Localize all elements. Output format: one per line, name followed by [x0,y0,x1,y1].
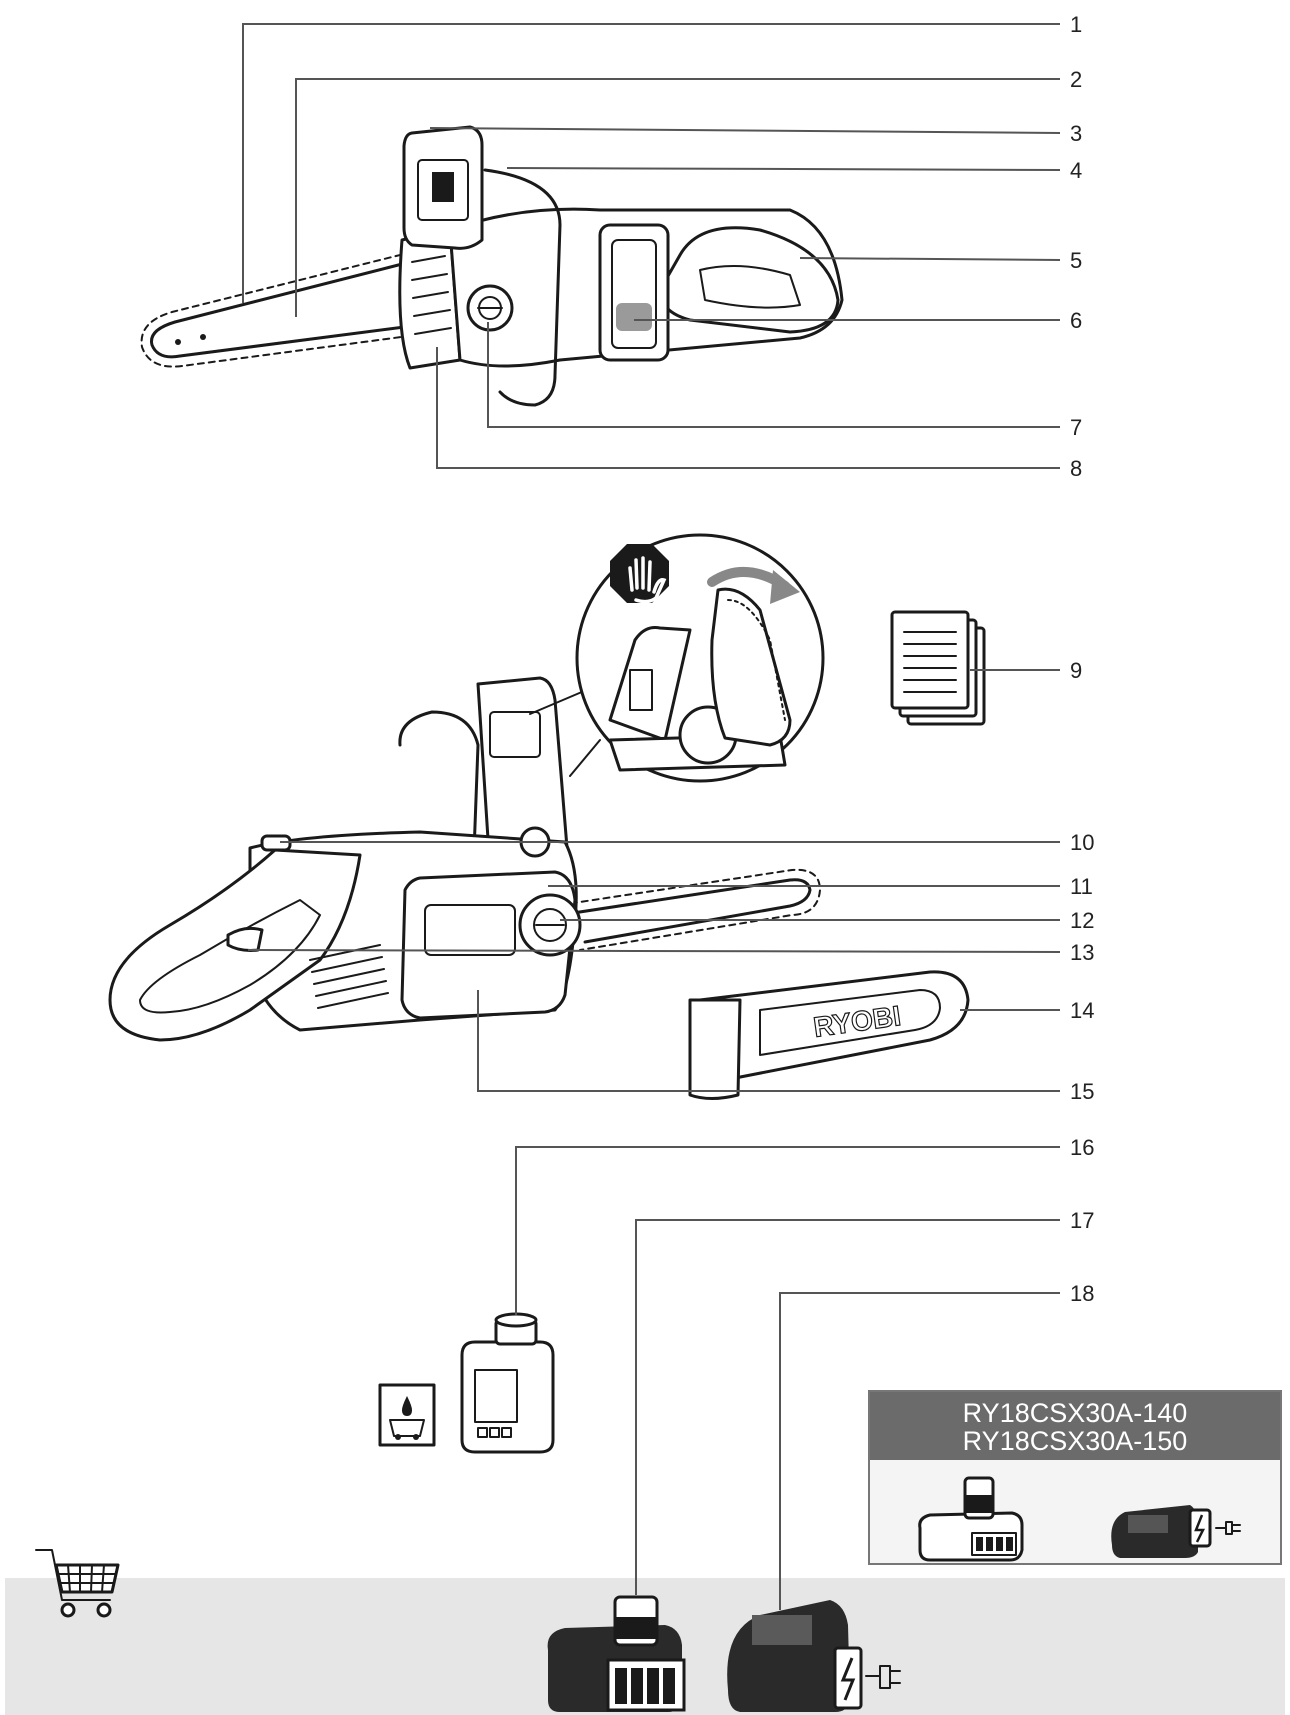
callout-6: 6 [1070,308,1082,333]
front-handle-side [398,710,480,962]
saw-chain-top [140,251,425,368]
sprocket-cover-top [398,226,462,370]
chain-brake-front-guard-side [476,676,570,872]
kit-variant-header: RY18CSX30A-140 RY18CSX30A-150 [870,1392,1280,1460]
callout-5: 5 [1070,248,1082,273]
saw-chain-side [559,868,821,951]
callout-10: 10 [1070,830,1094,855]
stop-hand-icon [610,544,669,603]
leader-lines-accessories [515,1146,1060,1610]
oil-drop-icon [378,1383,436,1447]
callout-8: 8 [1070,456,1082,481]
callout-13: 13 [1070,940,1094,965]
callout-15: 15 [1070,1079,1094,1104]
variant-model-1: RY18CSX30A-140 [962,1398,1188,1428]
leader-lines-top [242,23,1061,469]
battery-charger [727,1600,901,1712]
bar-cover: RYOBI [688,970,970,1100]
callout-17: 17 [1070,1208,1094,1233]
chainsaw-side-view [108,676,821,1042]
leader-lines-middle [247,669,1061,1092]
front-handle-top [483,168,562,407]
battery-pack [547,1595,686,1712]
callout-14: 14 [1070,998,1094,1023]
chain-oil-bottle [460,1312,555,1454]
variant-battery-icon [918,1476,1024,1562]
callout-7: 7 [1070,415,1082,440]
chain-brake-detail [529,533,825,783]
callout-3: 3 [1070,121,1082,146]
guide-bar-side [558,878,812,944]
brake-lever [710,587,792,747]
chainsaw-top-view [140,125,844,407]
variant-charger-icon [1111,1505,1241,1558]
callout-labels: 1 2 3 4 5 6 7 8 9 10 11 12 13 14 15 16 1… [1070,12,1094,1306]
callout-12: 12 [1070,908,1094,933]
callout-1: 1 [1070,12,1082,37]
callout-11: 11 [1070,874,1093,899]
guide-bar-top [149,260,422,359]
shopping-cart-icon [35,1549,120,1618]
battery-slot-top [598,223,670,362]
callout-18: 18 [1070,1281,1094,1306]
callout-9: 9 [1070,658,1082,683]
callout-2: 2 [1070,67,1082,92]
variant-model-2: RY18CSX30A-150 [962,1426,1188,1456]
callout-4: 4 [1070,158,1082,183]
kit-variant-box: RY18CSX30A-140 RY18CSX30A-150 [868,1390,1282,1565]
manual-document-icon [890,610,986,726]
callout-16: 16 [1070,1135,1094,1160]
